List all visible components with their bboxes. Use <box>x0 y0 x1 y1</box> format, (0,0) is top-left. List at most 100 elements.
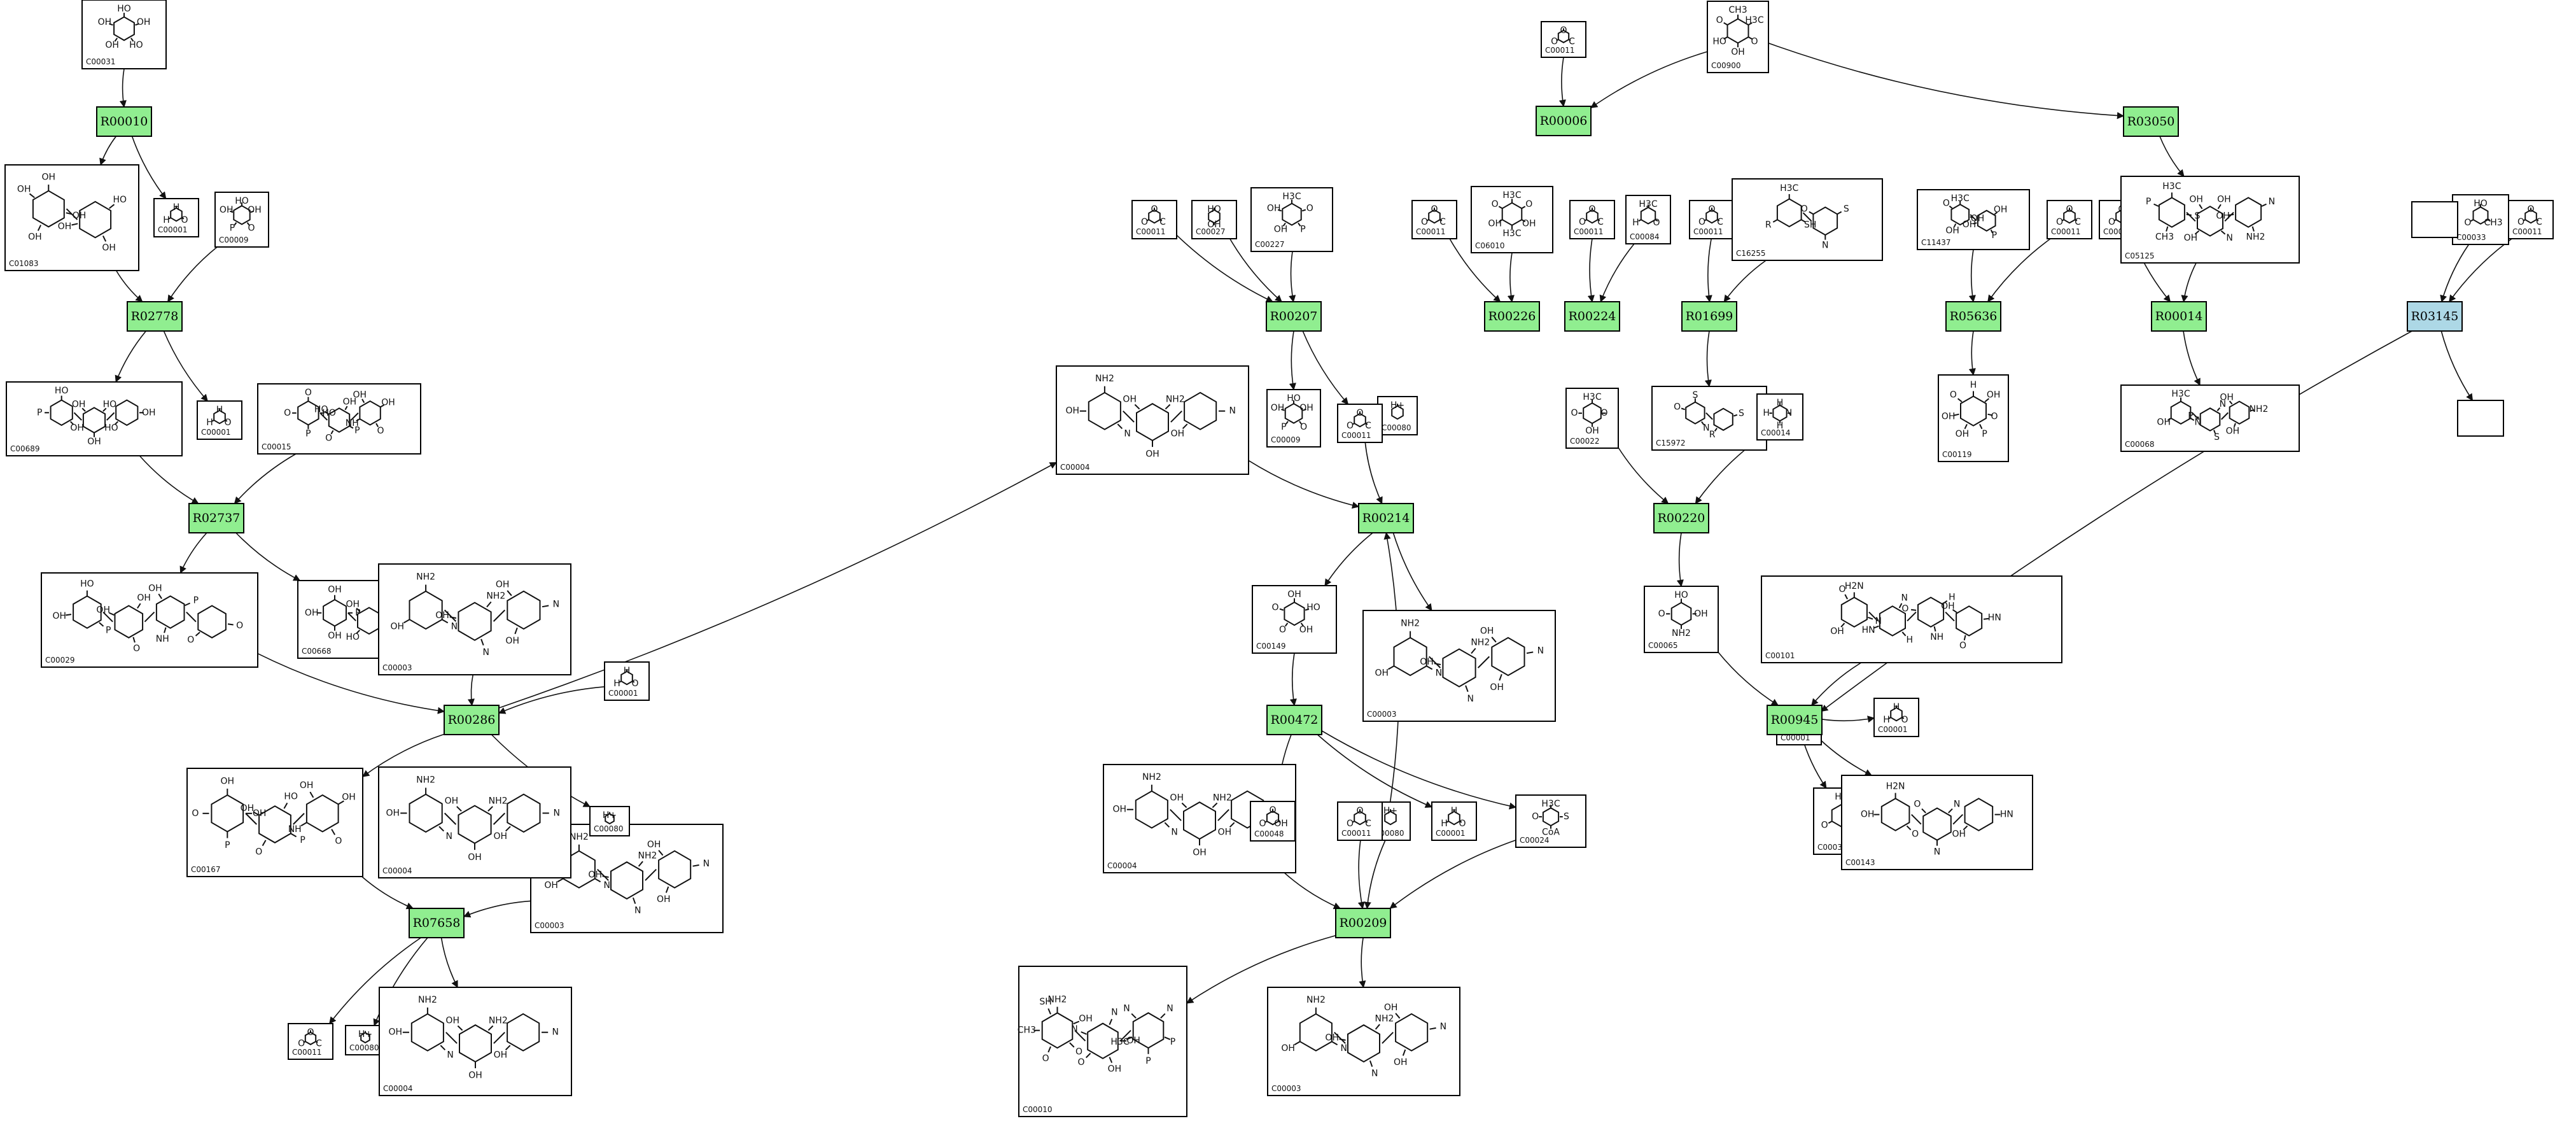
compound-node-c00080[interactable]: H+C00080 <box>1377 396 1418 435</box>
reaction-node-r00472[interactable]: R00472 <box>1266 705 1322 735</box>
compound-node-c00080[interactable]: H+C00080 <box>345 1025 386 1055</box>
molecule-bond <box>665 886 669 893</box>
reaction-node-r00010[interactable]: R00010 <box>96 106 152 137</box>
molecule-ring <box>1428 209 1441 224</box>
reaction-node-r00224[interactable]: R00224 <box>1564 301 1620 332</box>
reaction-box <box>2407 301 2463 332</box>
reaction-node-r00286[interactable]: R00286 <box>444 705 500 735</box>
reaction-node-r00006[interactable]: R00006 <box>1536 106 1592 136</box>
reaction-node-r00214[interactable]: R00214 <box>1358 503 1414 533</box>
reaction-id-label: R05636 <box>1950 309 1998 323</box>
reaction-node-r00209[interactable]: R00209 <box>1335 908 1391 938</box>
reaction-node-r00945[interactable]: R00945 <box>1767 705 1823 735</box>
molecule-bond <box>1868 611 1879 622</box>
reaction-node-r00207[interactable]: R00207 <box>1266 301 1322 332</box>
reaction-edge <box>2440 330 2474 401</box>
molecule-bond <box>211 419 214 422</box>
reaction-node-r03050[interactable]: R03050 <box>2123 106 2179 137</box>
atom-label: O <box>1271 602 1278 612</box>
molecule-ring <box>79 201 112 239</box>
atom-label: NH2 <box>1471 638 1490 648</box>
atom-label: N <box>482 647 489 658</box>
compound-node-c00080[interactable]: H+C00080 <box>589 806 630 836</box>
empty-compound-box[interactable] <box>2457 400 2504 437</box>
reaction-box <box>96 106 152 137</box>
molecule-bond <box>1426 219 1429 222</box>
reaction-node-r00226[interactable]: R00226 <box>1484 301 1540 332</box>
compound-id-label: C00119 <box>1942 450 1972 459</box>
empty-compound-box[interactable] <box>2411 201 2458 238</box>
atom-label: O <box>1751 36 1758 46</box>
reaction-node-r03145[interactable]: R03145 <box>2407 301 2463 332</box>
reaction-node-r00014[interactable]: R00014 <box>2151 301 2207 332</box>
compound-box <box>214 192 269 248</box>
molecule-bond <box>2167 418 2172 421</box>
atom-label: OH <box>343 397 357 407</box>
molecule-bond <box>361 398 365 404</box>
molecule-bond <box>114 421 119 425</box>
reaction-node-r02737[interactable]: R02737 <box>188 503 244 533</box>
reaction-box <box>2123 106 2179 137</box>
reaction-edge <box>115 330 147 383</box>
reaction-node-r02778[interactable]: R02778 <box>127 301 183 332</box>
reaction-node-r05636[interactable]: R05636 <box>1945 301 2001 332</box>
reaction-node-r01699[interactable]: R01699 <box>1681 301 1737 332</box>
molecule-bond <box>2536 219 2539 222</box>
reaction-node-r07658[interactable]: R07658 <box>409 908 465 938</box>
molecule-bond <box>1491 637 1497 643</box>
molecule-bond <box>1809 211 1814 215</box>
molecule-ring <box>1135 790 1168 829</box>
reaction-node-r00220[interactable]: R00220 <box>1653 503 1709 533</box>
